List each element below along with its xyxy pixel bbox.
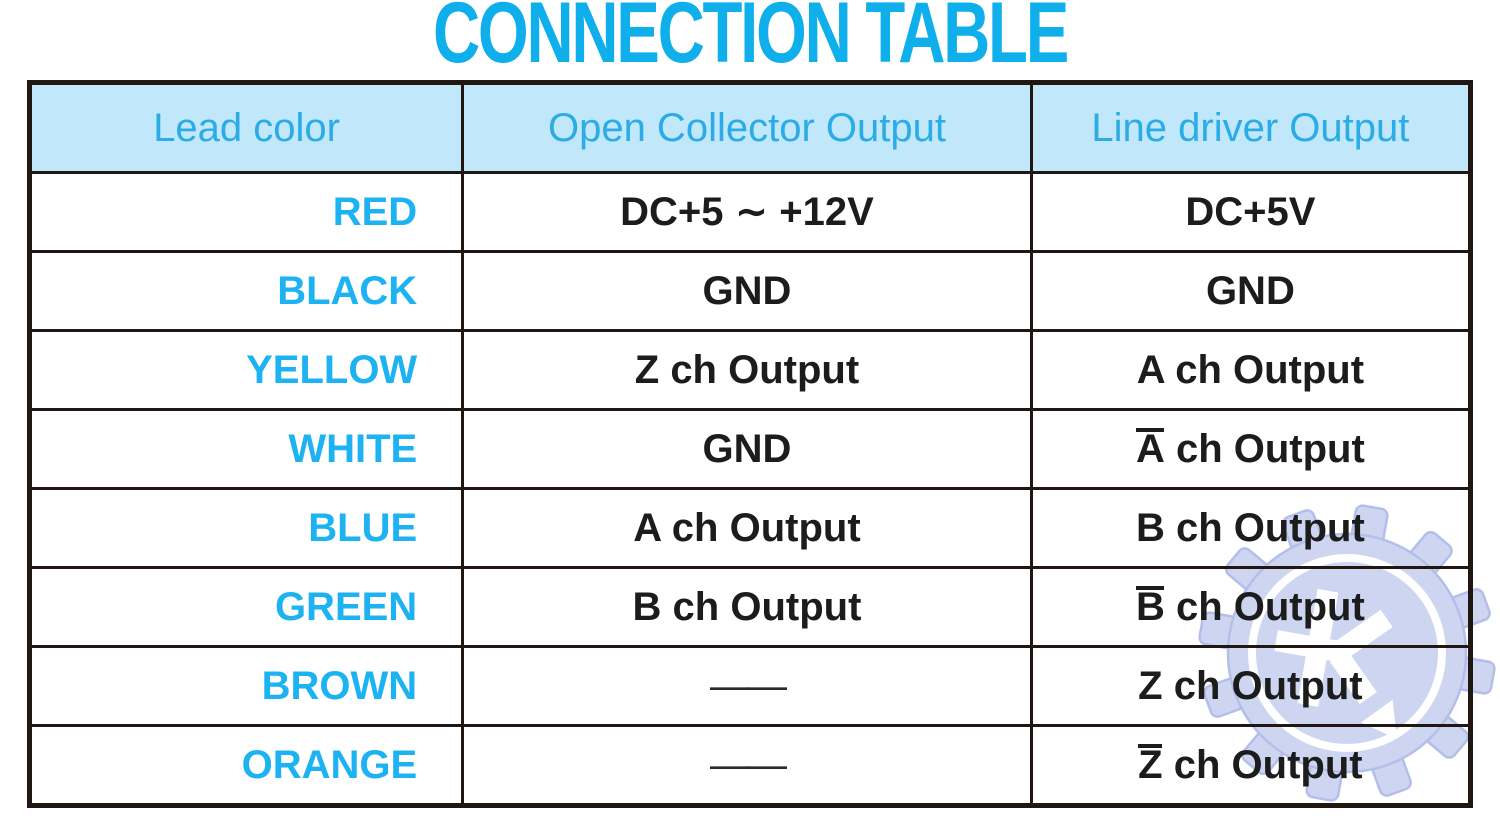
table-row-blue: BLUE A ch Output B ch Output (27, 487, 1473, 569)
header-open-collector: Open Collector Output (461, 81, 1033, 174)
line-driver-cell: DC+5V (1029, 171, 1473, 253)
lead-color-cell: BROWN (27, 645, 465, 727)
lead-label: BROWN (261, 663, 418, 708)
line-driver-cell: B ch Output (1029, 566, 1473, 648)
cell-text: Z ch Output (634, 347, 860, 392)
dash-placeholder: —— (709, 742, 787, 787)
open-collector-cell: A ch Output (461, 487, 1033, 569)
lead-color-cell: BLUE (27, 487, 465, 569)
lead-color-cell: WHITE (27, 408, 465, 490)
open-collector-cell: GND (461, 250, 1033, 332)
table-row-white: WHITE GND A ch Output (27, 408, 1473, 490)
cell-text: A ch Output (633, 505, 861, 550)
table-row-brown: BROWN —— Z ch Output (27, 645, 1473, 727)
cell-text: B ch Output (632, 584, 862, 629)
line-driver-cell: Z ch Output (1029, 645, 1473, 727)
lead-label: WHITE (288, 426, 418, 471)
lead-color-cell: GREEN (27, 566, 465, 648)
table-row-red: RED DC+5 ∼ +12V DC+5V (27, 171, 1473, 253)
connection-table-container: Lead color Open Collector Output Line dr… (27, 80, 1473, 808)
open-collector-cell: B ch Output (461, 566, 1033, 648)
page-title: CONNECTION TABLE (432, 0, 1069, 81)
line-driver-cell: Z ch Output (1029, 724, 1473, 807)
cell-text: GND (702, 426, 792, 471)
table-row-black: BLACK GND GND (27, 250, 1473, 332)
cell-text: ch Output (1164, 584, 1365, 629)
line-driver-cell: B ch Output (1029, 487, 1473, 569)
header-lead-color: Lead color (27, 81, 465, 174)
cell-text: A ch Output (1136, 347, 1365, 392)
cell-text: GND (702, 268, 792, 313)
lead-color-cell: YELLOW (27, 329, 465, 411)
open-collector-cell: DC+5 ∼ +12V (461, 171, 1033, 253)
overline-char: A (1135, 426, 1165, 471)
header-line-driver: Line driver Output (1029, 81, 1473, 174)
lead-color-cell: ORANGE (27, 724, 465, 807)
dash-placeholder: —— (709, 663, 787, 708)
table-row-yellow: YELLOW Z ch Output A ch Output (27, 329, 1473, 411)
lead-label: YELLOW (246, 347, 418, 392)
table-row-orange: ORANGE —— Z ch Output (27, 724, 1473, 807)
connection-table: Lead color Open Collector Output Line dr… (27, 80, 1473, 808)
cell-text: ch Output (1162, 742, 1363, 787)
table-row-green: GREEN B ch Output B ch Output (27, 566, 1473, 648)
lead-label: RED (332, 189, 418, 234)
cell-text: DC+5V (1185, 189, 1316, 234)
lead-label: GREEN (274, 584, 418, 629)
cell-text: ch Output (1164, 426, 1365, 471)
page: { "title": "CONNECTION TABLE", "colors":… (27, 0, 1496, 808)
overline-char: Z (1138, 742, 1163, 787)
open-collector-cell: GND (461, 408, 1033, 490)
open-collector-cell: Z ch Output (461, 329, 1033, 411)
line-driver-cell: GND (1029, 250, 1473, 332)
open-collector-cell: —— (461, 645, 1033, 727)
cell-text: DC+5 ∼ +12V (620, 190, 874, 234)
lead-color-cell: RED (27, 171, 465, 253)
overline-char: B (1135, 584, 1165, 629)
line-driver-cell: A ch Output (1029, 329, 1473, 411)
lead-label: BLUE (308, 505, 418, 550)
lead-label: BLACK (277, 268, 418, 313)
cell-text: B ch Output (1135, 505, 1365, 550)
lead-label: ORANGE (241, 742, 418, 787)
header-row: Lead color Open Collector Output Line dr… (27, 81, 1473, 174)
line-driver-cell: A ch Output (1029, 408, 1473, 490)
lead-color-cell: BLACK (27, 250, 465, 332)
cell-text: Z ch Output (1138, 663, 1363, 708)
open-collector-cell: —— (461, 724, 1033, 807)
cell-text: GND (1205, 268, 1295, 313)
